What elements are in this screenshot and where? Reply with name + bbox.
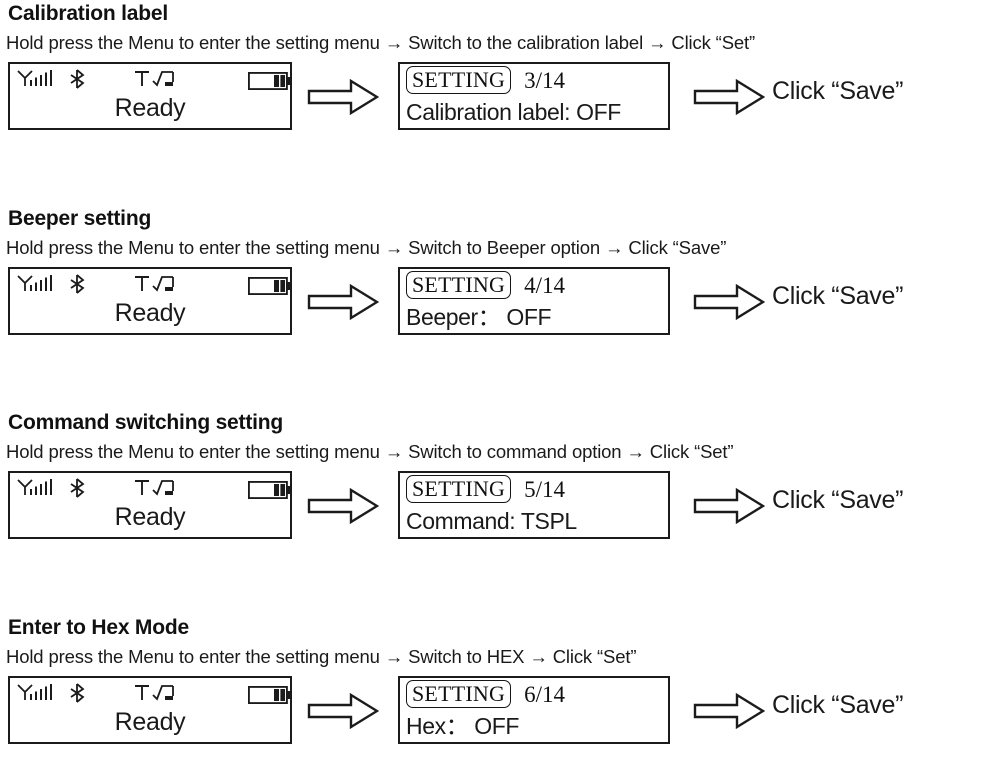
lcd-setting-header: SETTING 5/14 — [406, 475, 565, 503]
lcd-ready-text: Ready — [114, 708, 186, 736]
lcd-status-bar — [10, 66, 292, 95]
setting-badge: SETTING — [406, 475, 512, 503]
lcd-setting-value: Beeper： OFF — [406, 304, 552, 330]
setting-badge: SETTING — [406, 680, 512, 708]
flow-arrow-icon — [693, 692, 766, 734]
section-steps: Hold press the Menu to enter the setting… — [6, 32, 756, 53]
lcd-status-bar — [10, 680, 292, 709]
signal-icon — [16, 274, 60, 299]
section-steps: Hold press the Menu to enter the setting… — [6, 646, 637, 667]
section-steps: Hold press the Menu to enter the setting… — [6, 441, 734, 462]
flow-arrow-icon — [693, 283, 766, 325]
setting-page-indicator: 5/14 — [524, 476, 565, 502]
action-text: Click “Save” — [772, 486, 904, 514]
lcd-setting-value: Hex： OFF — [406, 713, 520, 739]
transfer-note-icon — [132, 478, 178, 503]
lcd-ready-text: Ready — [114, 94, 186, 122]
battery-icon — [247, 71, 292, 95]
printer-lcd-setting: SETTING 5/14 Command: TSPL — [398, 471, 670, 539]
printer-lcd-idle: Ready — [8, 267, 292, 335]
action-text: Click “Save” — [772, 282, 904, 310]
section-illustration-row: Ready SETTING 4/14 Beeper： OFF Click — [0, 267, 994, 337]
action-text: Click “Save” — [772, 691, 904, 719]
signal-icon — [16, 69, 60, 94]
lcd-setting-value: Calibration label: OFF — [406, 99, 621, 125]
bluetooth-icon — [68, 274, 86, 299]
flow-arrow-icon — [307, 283, 380, 325]
printer-lcd-setting: SETTING 6/14 Hex： OFF — [398, 676, 670, 744]
section-command-switching-setting: Command switching setting Hold press the… — [0, 411, 994, 541]
section-illustration-row: Ready SETTING 6/14 Hex： OFF Click “Sa — [0, 676, 994, 746]
section-illustration-row: Ready SETTING 3/14 Calibration label: OF… — [0, 62, 994, 132]
flow-arrow-icon — [307, 692, 380, 734]
section-steps: Hold press the Menu to enter the setting… — [6, 237, 727, 258]
lcd-setting-header: SETTING 4/14 — [406, 271, 565, 299]
flow-arrow-icon — [693, 487, 766, 529]
flow-arrow-icon — [307, 487, 380, 529]
signal-icon — [16, 683, 60, 708]
lcd-ready-text: Ready — [114, 299, 186, 327]
lcd-status-bar — [10, 271, 292, 300]
printer-lcd-idle: Ready — [8, 676, 292, 744]
section-title: Command switching setting — [8, 411, 284, 434]
action-text: Click “Save” — [772, 77, 904, 105]
lcd-setting-header: SETTING 6/14 — [406, 680, 565, 708]
bluetooth-icon — [68, 478, 86, 503]
transfer-note-icon — [132, 274, 178, 299]
section-title: Calibration label — [8, 2, 168, 25]
section-calibration-label: Calibration label Hold press the Menu to… — [0, 2, 994, 132]
lcd-setting-value: Command: TSPL — [406, 508, 577, 534]
lcd-setting-header: SETTING 3/14 — [406, 66, 565, 94]
section-beeper-setting: Beeper setting Hold press the Menu to en… — [0, 207, 994, 337]
battery-icon — [247, 276, 292, 300]
setting-badge: SETTING — [406, 66, 512, 94]
setting-page-indicator: 3/14 — [524, 67, 565, 93]
printer-lcd-idle: Ready — [8, 471, 292, 539]
setting-page-indicator: 6/14 — [524, 681, 565, 707]
lcd-ready-text: Ready — [114, 503, 186, 531]
section-illustration-row: Ready SETTING 5/14 Command: TSPL Clic — [0, 471, 994, 541]
signal-icon — [16, 478, 60, 503]
battery-icon — [247, 685, 292, 709]
flow-arrow-icon — [307, 78, 380, 120]
section-enter-to-hex-mode: Enter to Hex Mode Hold press the Menu to… — [0, 616, 994, 746]
bluetooth-icon — [68, 683, 86, 708]
printer-lcd-setting: SETTING 3/14 Calibration label: OFF — [398, 62, 670, 130]
printer-lcd-idle: Ready — [8, 62, 292, 130]
printer-lcd-setting: SETTING 4/14 Beeper： OFF — [398, 267, 670, 335]
flow-arrow-icon — [693, 78, 766, 120]
transfer-note-icon — [132, 69, 178, 94]
lcd-status-bar — [10, 475, 292, 504]
transfer-note-icon — [132, 683, 178, 708]
setting-badge: SETTING — [406, 271, 512, 299]
bluetooth-icon — [68, 69, 86, 94]
battery-icon — [247, 480, 292, 504]
section-title: Enter to Hex Mode — [8, 616, 189, 639]
section-title: Beeper setting — [8, 207, 152, 230]
setting-page-indicator: 4/14 — [524, 272, 565, 298]
